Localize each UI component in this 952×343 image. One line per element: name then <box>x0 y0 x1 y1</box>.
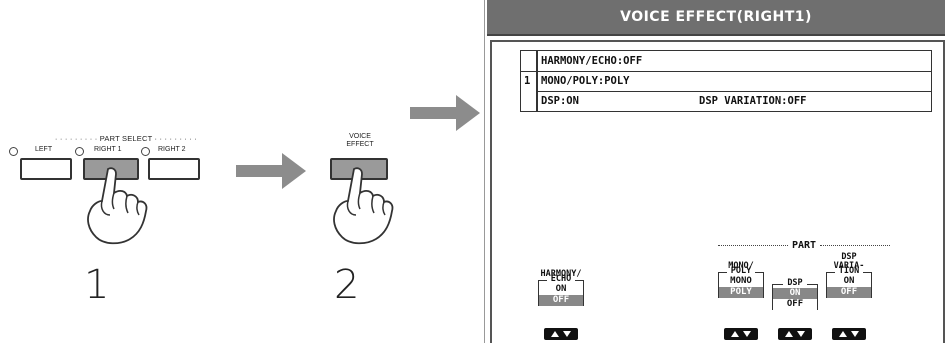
dsp-variation-text: DSP VARIATION:OFF <box>699 95 807 107</box>
pointing-hand-icon <box>87 167 148 245</box>
mono-poly-row[interactable]: 1 MONO/POLY:POLY <box>521 71 931 91</box>
dsp-variation-updown-button[interactable] <box>832 328 866 340</box>
harmony-echo-control[interactable]: HARMONY/ ECHO ON OFF <box>538 270 584 306</box>
left-button-label: LEFT <box>35 146 53 153</box>
up-arrow-icon <box>785 331 793 337</box>
step-number-2: 2 <box>334 262 360 308</box>
step-number-1: 1 <box>84 262 110 308</box>
part-select-label: · · · · · · · · · PART SELECT · · · · · … <box>54 134 198 143</box>
harmony-off-option[interactable]: OFF <box>539 295 583 306</box>
right2-lamp <box>141 147 150 156</box>
pointing-hand-icon <box>333 167 394 245</box>
dspvar-on-option[interactable]: ON <box>843 276 855 286</box>
mono-option[interactable]: MONO <box>730 276 752 286</box>
down-arrow-icon <box>563 331 571 337</box>
dsp-control[interactable]: DSP ON OFF <box>772 279 818 310</box>
left-button[interactable] <box>20 158 72 180</box>
lcd-frame <box>490 40 945 343</box>
up-arrow-icon <box>551 331 559 337</box>
voice-effect-table: HARMONY/ECHO:OFF 1 MONO/POLY:POLY DSP:ON… <box>520 50 932 112</box>
down-arrow-icon <box>797 331 805 337</box>
harmony-label: HARMONY/ <box>540 269 582 279</box>
dspvar-off-option[interactable]: OFF <box>827 287 871 298</box>
poly-option[interactable]: POLY <box>719 287 763 298</box>
harmony-updown-button[interactable] <box>544 328 578 340</box>
dsp-off-option[interactable]: OFF <box>786 299 804 309</box>
left-lamp <box>9 147 18 156</box>
up-arrow-icon <box>839 331 847 337</box>
down-arrow-icon <box>743 331 751 337</box>
part-header: PART <box>718 240 890 251</box>
dsp-variation-control[interactable]: DSP VARIA- TION ON OFF <box>826 253 872 298</box>
mono-poly-control[interactable]: MONO/ POLY MONO POLY <box>718 262 764 298</box>
harmony-on-option[interactable]: ON <box>555 284 567 294</box>
mono-poly-updown-button[interactable] <box>724 328 758 340</box>
lcd-title: VOICE EFFECT(RIGHT1) <box>487 0 945 36</box>
down-arrow-icon <box>851 331 859 337</box>
right-arrow-icon <box>236 153 306 189</box>
dsp-on-option[interactable]: ON <box>773 288 817 299</box>
dsp-row[interactable]: DSP:ON DSP VARIATION:OFF <box>521 91 931 111</box>
right2-button-label: RIGHT 2 <box>158 146 186 153</box>
up-arrow-icon <box>731 331 739 337</box>
right2-button[interactable] <box>148 158 200 180</box>
right1-lamp <box>75 147 84 156</box>
right1-button-label: RIGHT 1 <box>94 146 122 153</box>
part-number: 1 <box>524 75 531 87</box>
dsp-updown-button[interactable] <box>778 328 812 340</box>
right-arrow-icon <box>410 95 480 131</box>
voice-effect-label: VOICE EFFECT <box>346 133 374 148</box>
harmony-echo-row[interactable]: HARMONY/ECHO:OFF <box>541 55 643 67</box>
